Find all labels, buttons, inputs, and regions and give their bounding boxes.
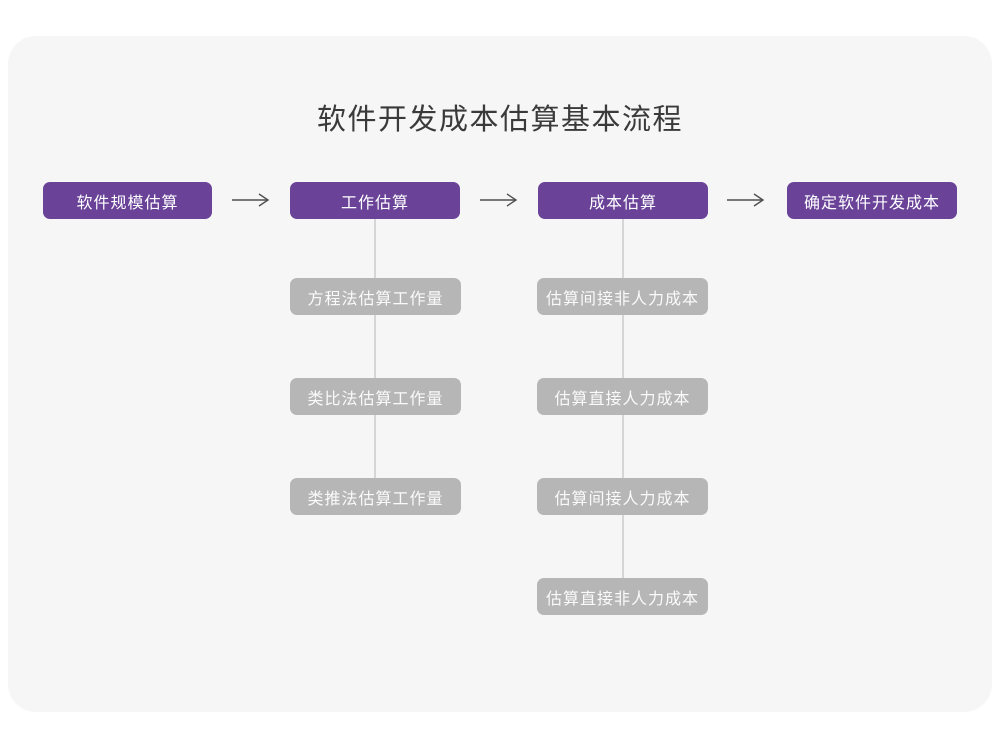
substep-label: 类推法估算工作量 <box>307 490 444 508</box>
substep-box-analogy-method: 类比法估算工作量 <box>290 378 461 415</box>
stage-label: 成本估算 <box>588 194 657 212</box>
right-arrow-icon <box>480 193 518 207</box>
stage-box-work-estimation: 工作估算 <box>290 182 460 219</box>
substep-label: 估算间接非人力成本 <box>545 290 699 308</box>
stage-box-software-scale-estimation: 软件规模估算 <box>43 182 212 219</box>
substep-label: 估算间接人力成本 <box>554 490 691 508</box>
stage-label: 确定软件开发成本 <box>803 194 940 212</box>
substep-box-equation-method: 方程法估算工作量 <box>290 278 461 315</box>
substep-box-direct-labor-cost: 估算直接人力成本 <box>537 378 708 415</box>
substep-label: 方程法估算工作量 <box>307 290 444 308</box>
stage-label: 工作估算 <box>340 194 409 212</box>
right-arrow-icon <box>232 193 270 207</box>
substep-box-indirect-non-labor-cost: 估算间接非人力成本 <box>537 278 708 315</box>
substep-label: 类比法估算工作量 <box>307 390 444 408</box>
stage-box-cost-estimation: 成本估算 <box>538 182 708 219</box>
substep-box-direct-non-labor-cost: 估算直接非人力成本 <box>537 578 708 615</box>
diagram-canvas <box>8 36 992 712</box>
diagram-title: 软件开发成本估算基本流程 <box>316 104 683 136</box>
stage-label: 软件规模估算 <box>76 194 179 212</box>
substep-label: 估算直接人力成本 <box>554 390 691 408</box>
substep-box-indirect-labor-cost: 估算间接人力成本 <box>537 478 708 515</box>
connector-line-work-estimation <box>374 218 376 480</box>
right-arrow-icon <box>727 193 765 207</box>
stage-box-determine-software-dev-cost: 确定软件开发成本 <box>787 182 957 219</box>
substep-label: 估算直接非人力成本 <box>545 590 699 608</box>
substep-box-extrapolation-method: 类推法估算工作量 <box>290 478 461 515</box>
